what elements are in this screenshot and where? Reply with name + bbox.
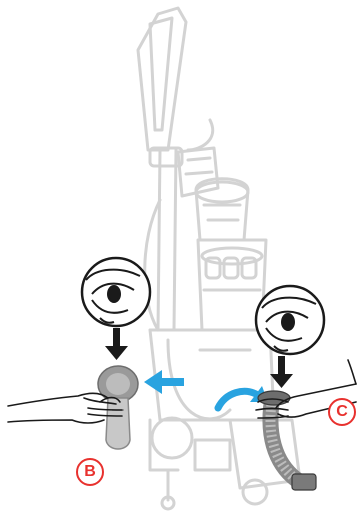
eye-magnifier-b — [80, 256, 152, 328]
hand-right — [255, 359, 357, 419]
eye-icon — [85, 268, 141, 324]
hand-left — [7, 392, 123, 424]
arrow-down-icon — [105, 328, 128, 360]
eye-magnifier-c — [254, 284, 326, 356]
arrow-left-icon — [144, 370, 184, 394]
eye-icon — [261, 296, 317, 352]
label-badge-b: B — [76, 458, 104, 486]
vacuum-cleaner-outline — [136, 6, 302, 511]
removed-part-b — [97, 365, 139, 450]
extended-hose-c — [257, 390, 317, 491]
arrow-down-icon — [270, 356, 293, 388]
label-badge-c: C — [328, 398, 356, 426]
